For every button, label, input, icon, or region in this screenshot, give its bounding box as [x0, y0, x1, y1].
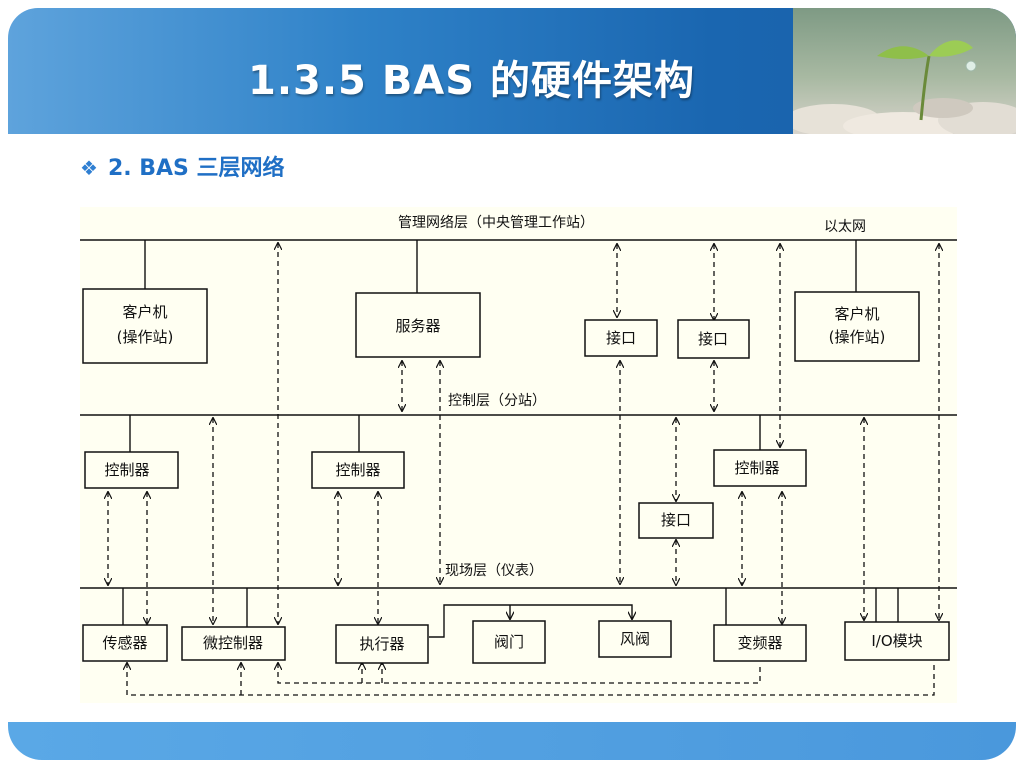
client-left-sublabel: (操作站): [117, 328, 174, 346]
ethernet-label: 以太网: [824, 219, 866, 235]
controller-2-label: 控制器: [335, 461, 380, 479]
damper-label: 风阀: [620, 630, 650, 648]
interface-2-label: 接口: [698, 330, 728, 348]
client-right-sublabel: (操作站): [829, 328, 886, 346]
controller-3-label: 控制器: [734, 459, 779, 477]
footer-bar: [8, 722, 1016, 760]
client-right-label: 客户机: [834, 305, 879, 323]
subtitle-text: 2. BAS 三层网络: [107, 156, 285, 181]
management-layer-label: 管理网络层（中央管理工作站）: [398, 215, 594, 231]
controller-1-label: 控制器: [104, 461, 149, 479]
seedling-photo: [793, 8, 1016, 134]
interface-1-label: 接口: [606, 329, 636, 347]
section-subtitle: ❖ 2. BAS 三层网络: [80, 150, 285, 182]
client-left-label: 客户机: [122, 303, 167, 321]
diamond-bullet-icon: ❖: [80, 156, 98, 180]
field-layer-label: 现场层（仪表）: [445, 563, 543, 579]
actuator-label: 执行器: [359, 635, 404, 653]
title-banner: 1.3.5 BAS 的硬件架构: [8, 8, 1016, 134]
io-module-label: I/O模块: [871, 632, 922, 650]
valve-label: 阀门: [494, 633, 524, 651]
server-label: 服务器: [395, 317, 440, 335]
vfd-label: 变频器: [737, 634, 782, 652]
sensor-label: 传感器: [102, 634, 147, 652]
interface-3-label: 接口: [661, 511, 691, 529]
slide-title: 1.3.5 BAS 的硬件架构: [248, 58, 695, 104]
micro-controller-label: 微控制器: [203, 634, 263, 652]
bas-network-diagram: 管理网络层（中央管理工作站） 以太网 控制层（分站） 现场层（仪表）: [70, 207, 957, 703]
control-layer-label: 控制层（分站）: [448, 393, 546, 409]
diagram-canvas: 管理网络层（中央管理工作站） 以太网 控制层（分站） 现场层（仪表）: [70, 215, 957, 696]
